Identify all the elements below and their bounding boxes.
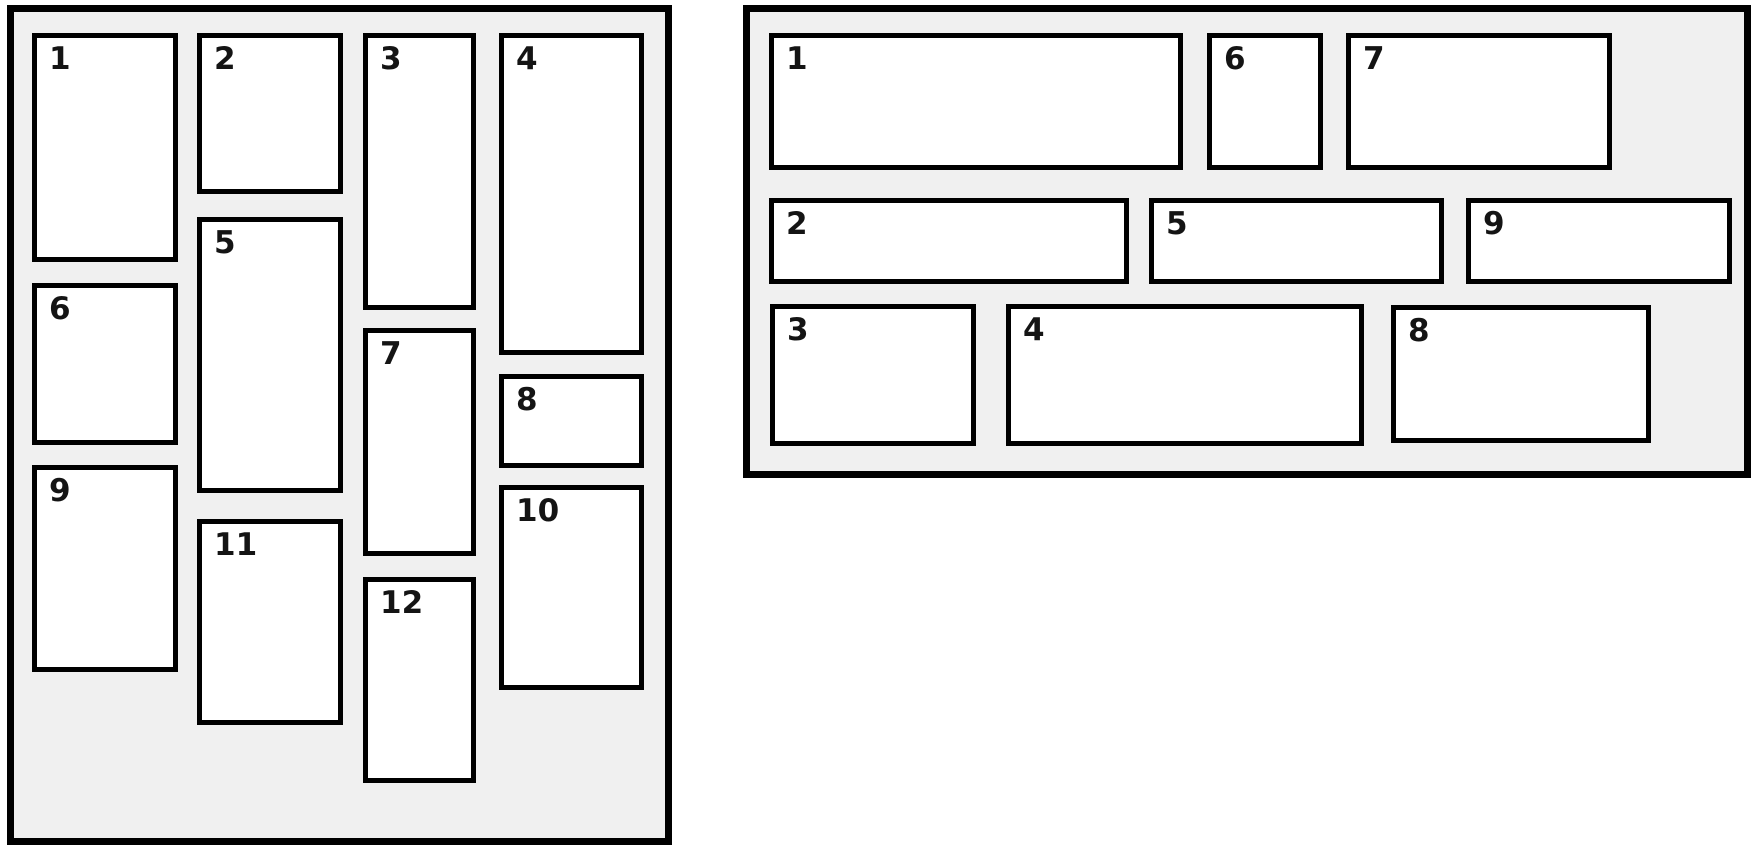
box-number-label: 2: [214, 41, 236, 77]
box-number-label: 6: [49, 291, 71, 327]
layout-box-right-6: 6: [1207, 33, 1323, 170]
layout-box-left-6: 6: [32, 283, 178, 445]
box-number-label: 4: [1023, 312, 1045, 348]
layout-box-left-5: 5: [197, 217, 343, 493]
layout-box-right-7: 7: [1346, 33, 1612, 170]
rows-layout-panel: 1 2 3 4 5 6 7 8 9: [743, 5, 1751, 478]
layout-box-right-3: 3: [770, 304, 976, 446]
box-number-label: 6: [1224, 41, 1246, 77]
layout-box-left-7: 7: [363, 328, 476, 556]
layout-box-left-1: 1: [32, 33, 178, 262]
box-number-label: 10: [516, 493, 560, 529]
box-number-label: 3: [380, 41, 402, 77]
layout-box-right-9: 9: [1466, 198, 1732, 284]
box-number-label: 11: [214, 527, 258, 563]
layout-box-left-10: 10: [499, 485, 644, 690]
box-number-label: 5: [214, 225, 236, 261]
box-number-label: 4: [516, 41, 538, 77]
box-number-label: 3: [787, 312, 809, 348]
box-number-label: 12: [380, 585, 424, 621]
layout-box-left-3: 3: [363, 33, 476, 310]
layout-box-left-2: 2: [197, 33, 343, 194]
box-number-label: 7: [1363, 41, 1385, 77]
box-number-label: 9: [49, 473, 71, 509]
layout-box-left-4: 4: [499, 33, 644, 355]
layout-box-left-8: 8: [499, 374, 644, 468]
layout-box-right-2: 2: [769, 198, 1129, 284]
box-number-label: 7: [380, 336, 402, 372]
layout-box-right-4: 4: [1006, 304, 1364, 446]
box-number-label: 1: [49, 41, 71, 77]
layout-box-left-11: 11: [197, 519, 343, 725]
layout-box-right-8: 8: [1391, 305, 1651, 443]
box-number-label: 9: [1483, 206, 1505, 242]
box-number-label: 8: [516, 382, 538, 418]
layout-box-left-12: 12: [363, 577, 476, 783]
box-number-label: 5: [1166, 206, 1188, 242]
box-number-label: 2: [786, 206, 808, 242]
layout-box-right-5: 5: [1149, 198, 1444, 284]
box-number-label: 8: [1408, 313, 1430, 349]
layout-box-right-1: 1: [769, 33, 1183, 170]
box-number-label: 1: [786, 41, 808, 77]
layout-box-left-9: 9: [32, 465, 178, 672]
